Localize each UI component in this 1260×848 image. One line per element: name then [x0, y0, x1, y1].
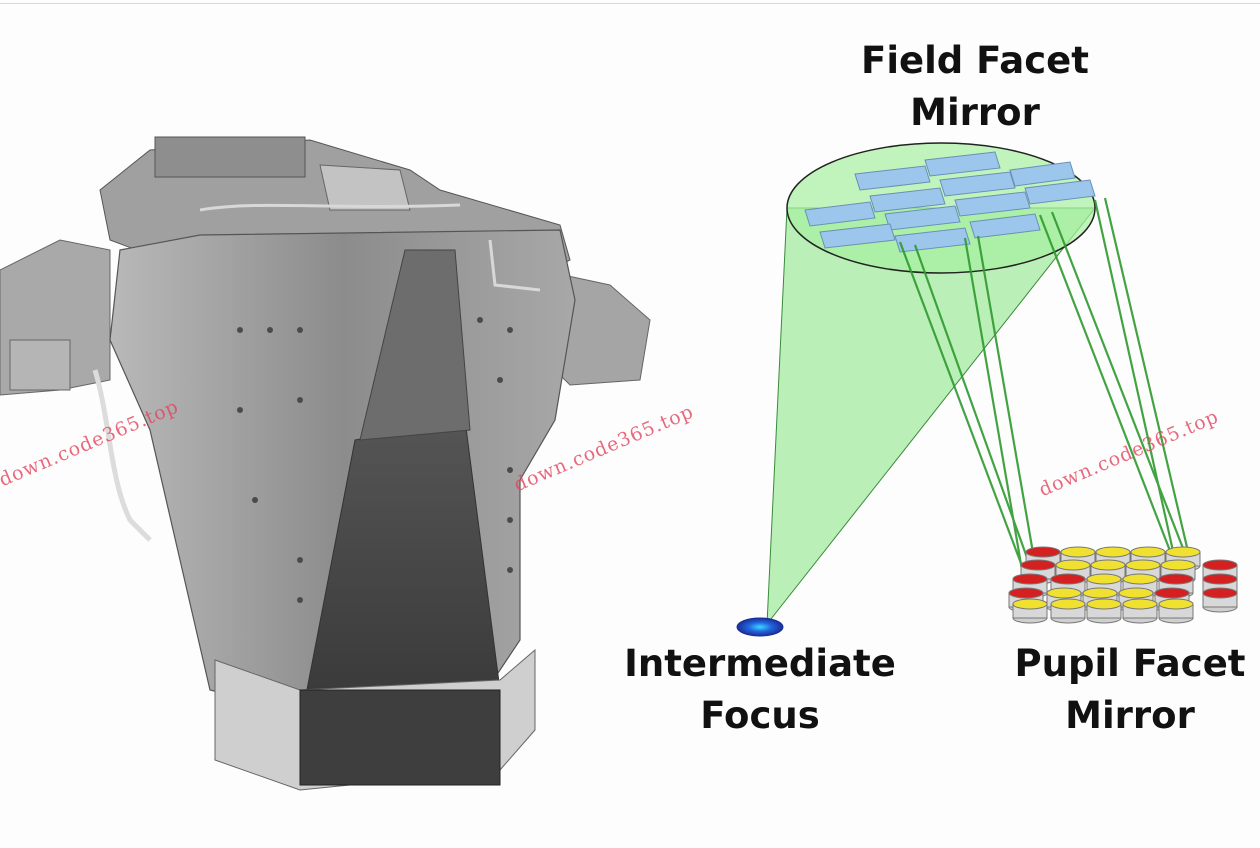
- field-facet: [939, 171, 1016, 197]
- field-facet-mirror-label: Field Facet Mirror: [840, 35, 1110, 139]
- field-facet-mirror-label-line2: Mirror: [910, 91, 1040, 134]
- pupil-facet: [1012, 598, 1048, 624]
- machine-rivets: [237, 317, 513, 603]
- pupil-facet-mirror-label-line2: Mirror: [1065, 694, 1195, 737]
- euv-illuminator-machine: [0, 136, 651, 791]
- reflected-rays: [898, 197, 1192, 571]
- field-facet: [894, 227, 971, 253]
- machine-pipe-right: [488, 239, 541, 292]
- intermediate-focus-label: Intermediate Focus: [620, 638, 900, 742]
- machine-left-box: [9, 339, 71, 391]
- field-facet: [854, 165, 931, 191]
- top-divider: [0, 3, 1260, 4]
- pupil-facet-mirror-label-line1: Pupil Facet: [1014, 642, 1246, 685]
- field-facet: [804, 201, 876, 227]
- machine-pipe-left: [92, 369, 152, 542]
- intermediate-focus-label-line1: Intermediate: [624, 642, 896, 685]
- field-facet: [954, 191, 1031, 217]
- pupil-facet: [1122, 598, 1158, 624]
- field-facet: [924, 151, 1001, 177]
- machine-pipe-top: [199, 203, 461, 212]
- intermediate-focus-spot: [736, 617, 784, 637]
- optics-schematic: [736, 142, 1238, 637]
- field-facet: [819, 223, 896, 249]
- field-facet: [969, 213, 1041, 239]
- pupil-facet-mirror: [1008, 546, 1238, 624]
- machine-base-dark: [299, 689, 501, 786]
- pupil-facet: [1050, 598, 1086, 624]
- field-facets: [804, 151, 1096, 253]
- field-facet: [1009, 161, 1076, 187]
- machine-funnel-upper: [359, 249, 471, 441]
- pupil-facet: [1202, 587, 1238, 613]
- pupil-facet: [1086, 598, 1122, 624]
- field-facet: [1024, 179, 1096, 205]
- machine-top-box: [154, 136, 306, 178]
- intermediate-focus-label-line2: Focus: [700, 694, 820, 737]
- field-facet-mirror-label-line1: Field Facet: [861, 39, 1089, 82]
- pupil-facet: [1158, 598, 1194, 624]
- pupil-facet-mirror-label: Pupil Facet Mirror: [1000, 638, 1260, 742]
- machine-top-panel: [319, 164, 411, 211]
- field-facet: [869, 187, 946, 213]
